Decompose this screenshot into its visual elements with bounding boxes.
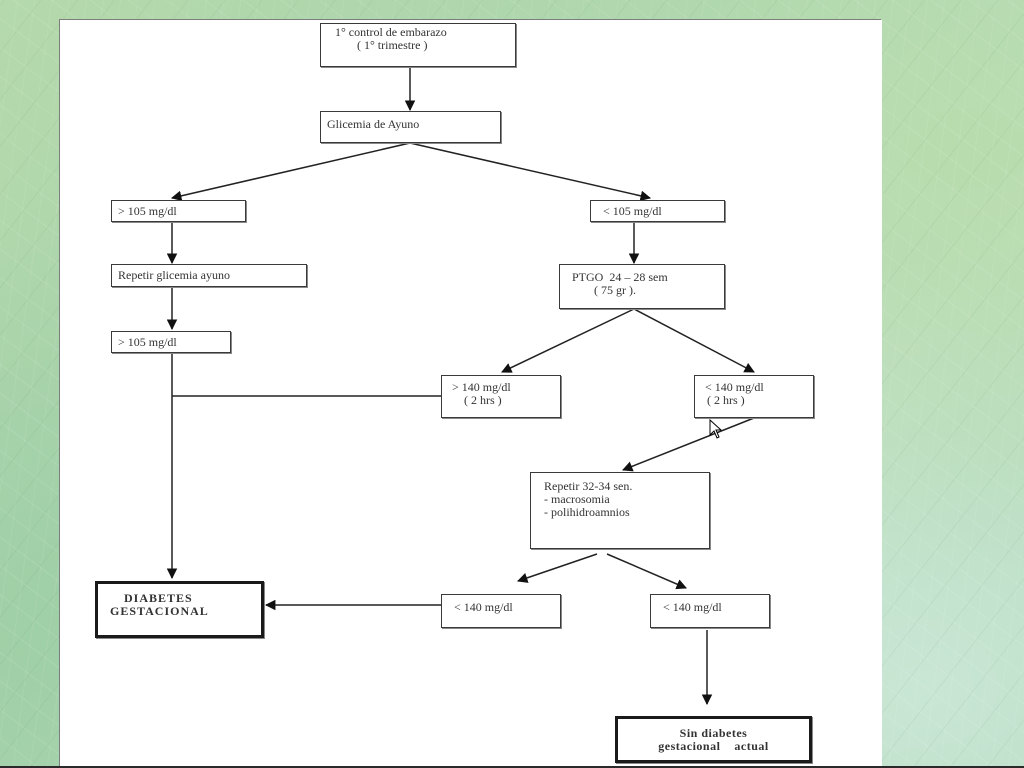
node-gestational-diabetes: DIABETES GESTACIONAL (95, 581, 264, 638)
node-ptgo-high-line2: ( 2 hrs ) (464, 393, 502, 407)
node-repeat-late: Repetir 32-34 sen. - macrosomia - polihi… (530, 472, 710, 549)
node-ptgo-low-line2: ( 2 hrs ) (707, 393, 745, 407)
node-fasting-glucose-label: Glicemia de Ayuno (327, 117, 420, 131)
node-ptgo-low-line1: < 140 mg/dl (705, 380, 764, 394)
node-first-control-line2: ( 1° trimestre ) (357, 38, 428, 52)
edge-ptgo-low (633, 308, 755, 373)
edge-ptgo-high (501, 308, 635, 373)
node-ptgo-high: > 140 mg/dl ( 2 hrs ) (441, 375, 561, 418)
node-late-right: < 140 mg/dl (650, 594, 770, 628)
node-no-gestational-diabetes-line1: Sin diabetes (679, 726, 748, 740)
node-left-high-2: > 105 mg/dl (111, 331, 231, 353)
edge-fasting-right (409, 142, 652, 202)
node-no-gestational-diabetes: Sin diabetes gestacional actual (615, 716, 812, 763)
node-first-control: 1° control de embarazo ( 1° trimestre ) (320, 23, 516, 67)
node-ptgo-line1: PTGO 24 – 28 sem (572, 270, 668, 284)
node-ptgo-line2: ( 75 gr ). (594, 283, 636, 297)
node-repeat-late-line2: - macrosomia (544, 492, 610, 506)
node-no-gestational-diabetes-line2: gestacional actual (658, 739, 769, 753)
edge-repeat-late-left (517, 553, 598, 583)
node-left-high-2-label: > 105 mg/dl (118, 335, 177, 349)
node-gestational-diabetes-line1: DIABETES (124, 591, 193, 605)
node-repeat-late-line1: Repetir 32-34 sen. (544, 479, 633, 493)
node-late-left-label: < 140 mg/dl (454, 600, 513, 614)
node-late-left: < 140 mg/dl (441, 594, 561, 628)
edge-ptgo-low-repeat (622, 417, 755, 472)
node-left-high-1: > 105 mg/dl (111, 200, 246, 222)
node-fasting-glucose: Glicemia de Ayuno (320, 111, 501, 143)
node-late-right-label: < 140 mg/dl (663, 600, 722, 614)
node-first-control-line1: 1° control de embarazo (335, 25, 447, 39)
edge-fasting-left (170, 142, 411, 201)
node-gestational-diabetes-line2: GESTACIONAL (110, 604, 209, 618)
node-repeat-fasting: Repetir glicemia ayuno (111, 264, 307, 287)
node-right-low: < 105 mg/dl (590, 200, 725, 222)
screen-bottom-edge (0, 766, 1024, 768)
node-ptgo-high-line1: > 140 mg/dl (452, 380, 511, 394)
node-ptgo-low: < 140 mg/dl ( 2 hrs ) (694, 375, 814, 418)
node-repeat-fasting-label: Repetir glicemia ayuno (118, 268, 230, 282)
mouse-cursor-icon (709, 419, 723, 439)
node-left-high-1-label: > 105 mg/dl (118, 204, 177, 218)
node-right-low-label: < 105 mg/dl (603, 204, 662, 218)
edge-repeat-late-right (606, 553, 687, 590)
node-ptgo: PTGO 24 – 28 sem ( 75 gr ). (559, 264, 725, 309)
node-repeat-late-line3: - polihidroamnios (544, 505, 630, 519)
